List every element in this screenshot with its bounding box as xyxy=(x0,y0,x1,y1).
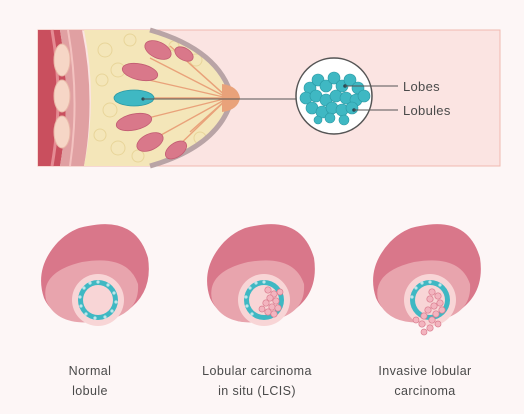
stage-invasive-illustration xyxy=(373,224,481,335)
caption-line2: carcinoma xyxy=(350,381,500,401)
caption-line2: lobule xyxy=(15,381,165,401)
stage-normal-lobule-illustration xyxy=(41,224,149,326)
caption-line2: in situ (LCIS) xyxy=(182,381,332,401)
caption-invasive: Invasive lobular carcinoma xyxy=(350,361,500,401)
stage-lcis-illustration xyxy=(207,224,315,326)
caption-line1: Normal xyxy=(15,361,165,381)
caption-lcis: Lobular carcinoma in situ (LCIS) xyxy=(182,361,332,401)
caption-line1: Invasive lobular xyxy=(350,361,500,381)
label-lobes: Lobes xyxy=(403,79,440,94)
caption-line1: Lobular carcinoma xyxy=(182,361,332,381)
caption-normal-lobule: Normal lobule xyxy=(15,361,165,401)
label-lobules: Lobules xyxy=(403,103,451,118)
